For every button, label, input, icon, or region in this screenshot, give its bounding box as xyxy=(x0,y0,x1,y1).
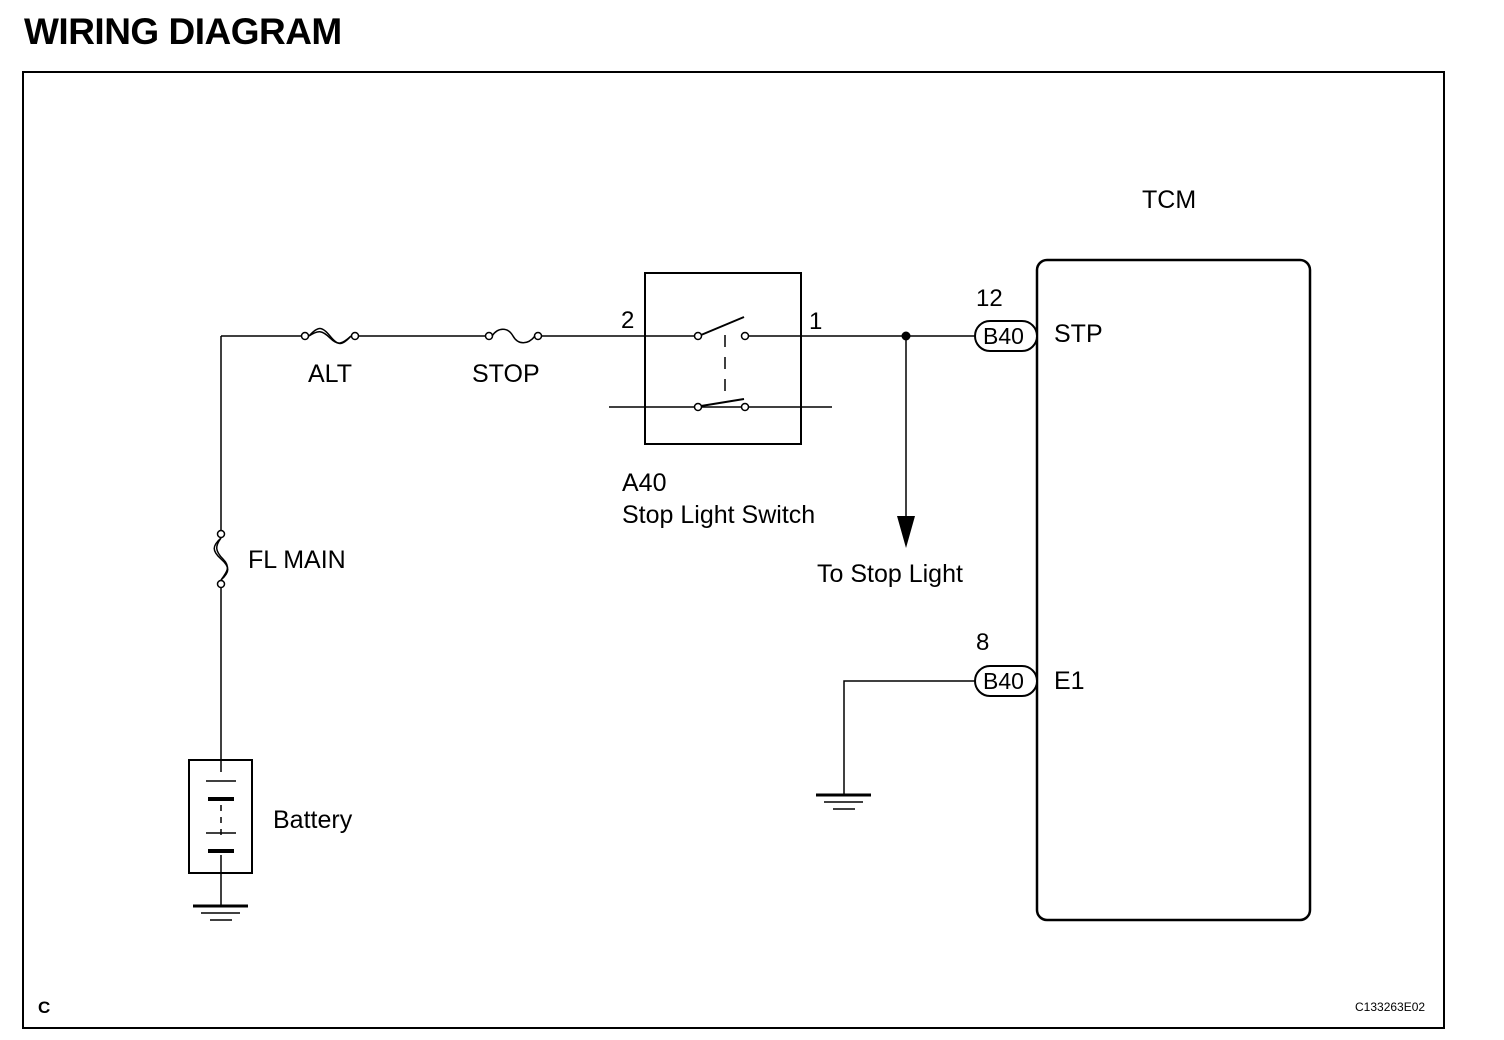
battery-icon xyxy=(188,759,253,874)
pin-e1-number: 8 xyxy=(976,629,989,656)
to-stop-light-label: To Stop Light xyxy=(817,560,963,588)
stop-light-switch-icon xyxy=(609,272,832,445)
splice-dot xyxy=(901,331,911,341)
pin-e1-name: E1 xyxy=(1054,667,1085,695)
pin-stp-number: 12 xyxy=(976,285,1003,312)
connector-stp-label: B40 xyxy=(983,323,1024,349)
switch-name-label: Stop Light Switch xyxy=(622,501,815,529)
figure-code: C133263E02 xyxy=(1355,1000,1425,1014)
stop-fuse-label: STOP xyxy=(472,360,540,388)
connector-e1-shape xyxy=(974,665,1038,697)
battery-ground-icon xyxy=(193,904,248,921)
wire-e1-ground xyxy=(843,680,975,794)
switch-code-label: A40 xyxy=(622,469,666,497)
pin-stp-name: STP xyxy=(1054,320,1103,348)
arrow-down-icon xyxy=(897,516,915,548)
connector-e1-label: B40 xyxy=(983,668,1024,694)
battery-label: Battery xyxy=(273,806,353,834)
tcm-label: TCM xyxy=(1142,186,1196,214)
corner-letter: C xyxy=(38,998,50,1017)
switch-pin-left-label: 2 xyxy=(621,307,634,334)
alt-fuse-label: ALT xyxy=(308,360,352,388)
switch-pin-right-label: 1 xyxy=(809,308,822,335)
fl-main-fuse-icon xyxy=(213,529,229,589)
connector-stp-shape xyxy=(974,320,1038,352)
e1-ground-icon xyxy=(816,793,871,810)
page-title: WIRING DIAGRAM xyxy=(24,11,342,52)
diagram-frame xyxy=(22,71,1445,1029)
fl-main-label: FL MAIN xyxy=(248,546,346,574)
tcm-box xyxy=(1035,258,1312,922)
stop-fuse-icon xyxy=(484,328,543,344)
alt-fuse-icon xyxy=(300,327,360,345)
